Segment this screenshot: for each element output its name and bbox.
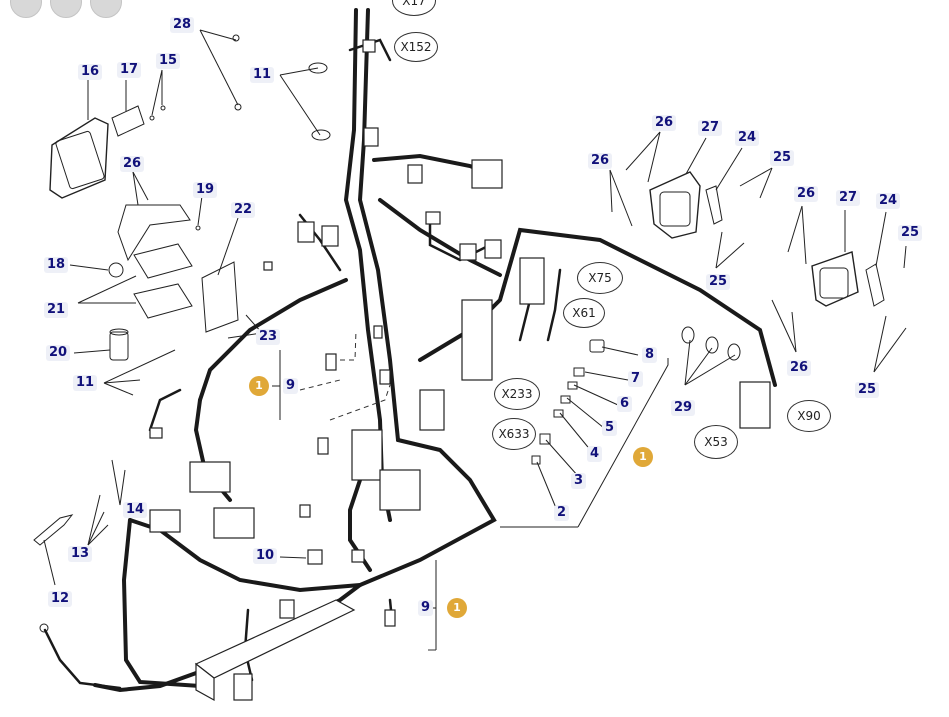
callout-25[interactable]: 25 [898,225,923,241]
callout-27[interactable]: 27 [698,120,723,136]
assembly-badge[interactable]: 1 [633,447,653,467]
callout-25[interactable]: 25 [770,150,795,166]
connector-label-x90[interactable]: X90 [787,400,831,432]
assembly-badge[interactable]: 1 [249,376,269,396]
connector-label-x633[interactable]: X633 [492,418,536,450]
callout-17[interactable]: 17 [117,62,142,78]
callout-16[interactable]: 16 [78,64,103,80]
callout-4[interactable]: 4 [587,446,603,462]
callout-19[interactable]: 19 [193,182,218,198]
connector-label-x75[interactable]: X75 [577,262,623,294]
callout-29[interactable]: 29 [671,400,696,416]
callout-11[interactable]: 11 [73,375,98,391]
callout-26[interactable]: 26 [588,153,613,169]
callout-7[interactable]: 7 [628,371,644,387]
callout-9[interactable]: 9 [418,600,434,616]
callout-27[interactable]: 27 [836,190,861,206]
connector-label-x233[interactable]: X233 [494,378,540,410]
assembly-badge[interactable]: 1 [447,598,467,618]
callout-8[interactable]: 8 [642,347,658,363]
callout-24[interactable]: 24 [735,130,760,146]
connector-label-x53[interactable]: X53 [694,425,738,459]
callout-6[interactable]: 6 [617,396,633,412]
connector-label-x61[interactable]: X61 [563,298,605,328]
callout-20[interactable]: 20 [46,345,71,361]
callout-13[interactable]: 13 [68,546,93,562]
callout-26[interactable]: 26 [794,186,819,202]
callout-26[interactable]: 26 [787,360,812,376]
callout-24[interactable]: 24 [876,193,901,209]
callout-23[interactable]: 23 [256,329,281,345]
callout-11[interactable]: 11 [250,67,275,83]
callout-26[interactable]: 26 [120,156,145,172]
callout-22[interactable]: 22 [231,202,256,218]
callout-9[interactable]: 9 [283,378,299,394]
callout-3[interactable]: 3 [571,473,587,489]
connector-label-x152[interactable]: X152 [394,32,438,62]
callout-28[interactable]: 28 [170,17,195,33]
callout-26[interactable]: 26 [652,115,677,131]
callout-21[interactable]: 21 [44,302,69,318]
callout-15[interactable]: 15 [156,53,181,69]
callout-12[interactable]: 12 [48,591,73,607]
callout-10[interactable]: 10 [253,548,278,564]
callout-25[interactable]: 25 [706,274,731,290]
callout-2[interactable]: 2 [554,505,570,521]
callout-18[interactable]: 18 [44,257,69,273]
callout-14[interactable]: 14 [123,502,148,518]
callout-25[interactable]: 25 [855,382,880,398]
callout-5[interactable]: 5 [602,420,618,436]
